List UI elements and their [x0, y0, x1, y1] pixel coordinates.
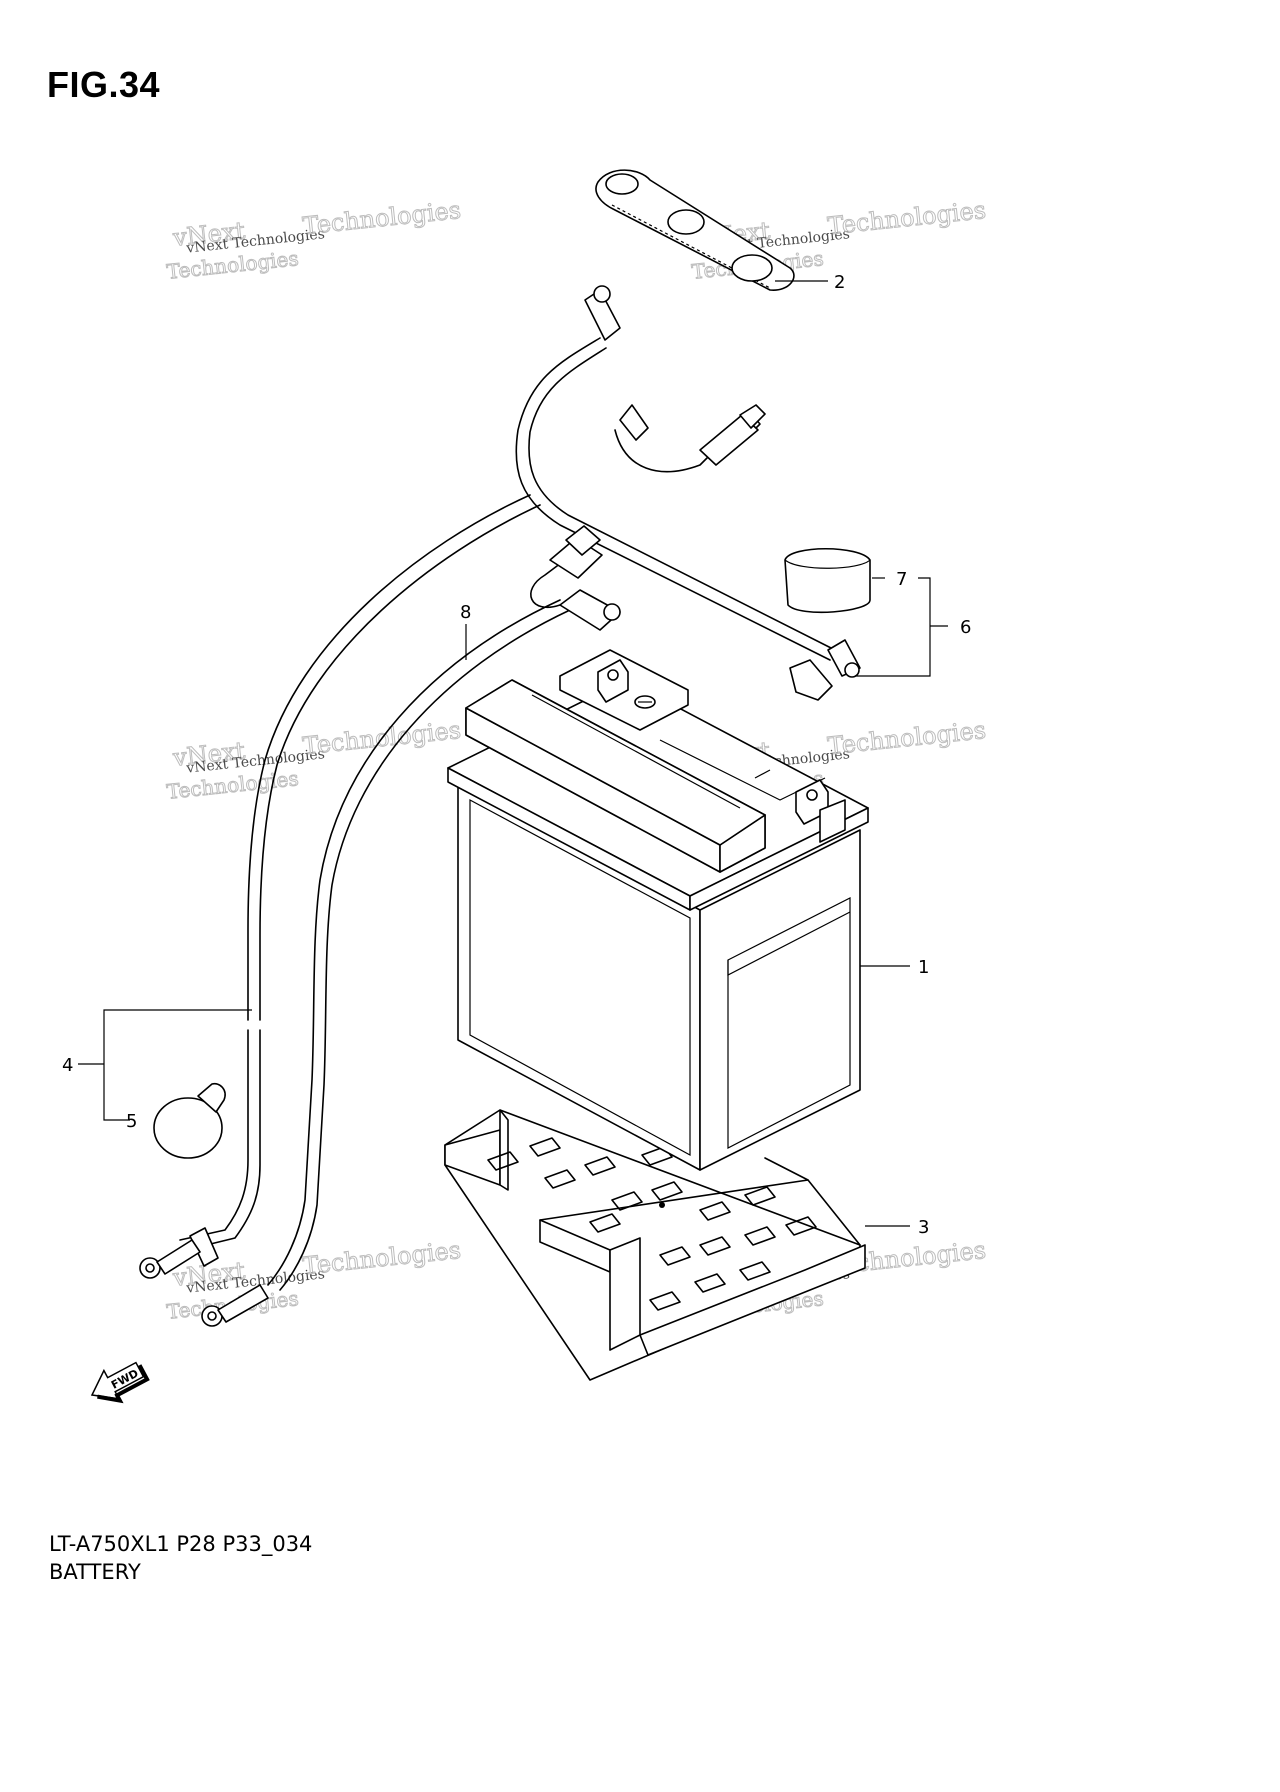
- leader-lines: [78, 280, 948, 1227]
- battery-tray: [444, 1109, 866, 1381]
- callout-7: 7: [896, 569, 907, 590]
- svg-text:Technologies: Technologies: [301, 196, 462, 240]
- battery: [447, 649, 869, 1171]
- terminal-cover-strip: [595, 169, 795, 291]
- callout-6: 6: [960, 617, 971, 638]
- callout-2: 2: [834, 272, 845, 293]
- cable-ring-terminals: [139, 1227, 269, 1327]
- model-code-caption: LT-A750XL1 P28 P33_034: [49, 1532, 313, 1556]
- svg-text:Technologies: Technologies: [301, 1236, 462, 1280]
- callout-3: 3: [918, 1217, 929, 1238]
- callout-1: 1: [918, 957, 929, 978]
- fwd-arrow-icon: FWD: [90, 1361, 150, 1404]
- callout-5: 5: [126, 1111, 137, 1132]
- callout-8: 8: [460, 602, 471, 623]
- figure-title: FIG.34: [47, 64, 161, 105]
- battery-positive-cable: [179, 285, 861, 1251]
- callout-4: 4: [62, 1055, 73, 1076]
- positive-terminal-cap: [784, 548, 871, 614]
- sensor-lead: [614, 404, 766, 473]
- callout-labels: 1 2 3 4 5 6 7 8: [62, 272, 971, 1238]
- terminal-boot: [153, 1082, 226, 1159]
- svg-text:Technologies: Technologies: [826, 196, 987, 240]
- battery-negative-cable: [267, 525, 621, 1291]
- svg-text:Technologies: Technologies: [826, 716, 987, 760]
- diagram-name-caption: BATTERY: [49, 1560, 141, 1584]
